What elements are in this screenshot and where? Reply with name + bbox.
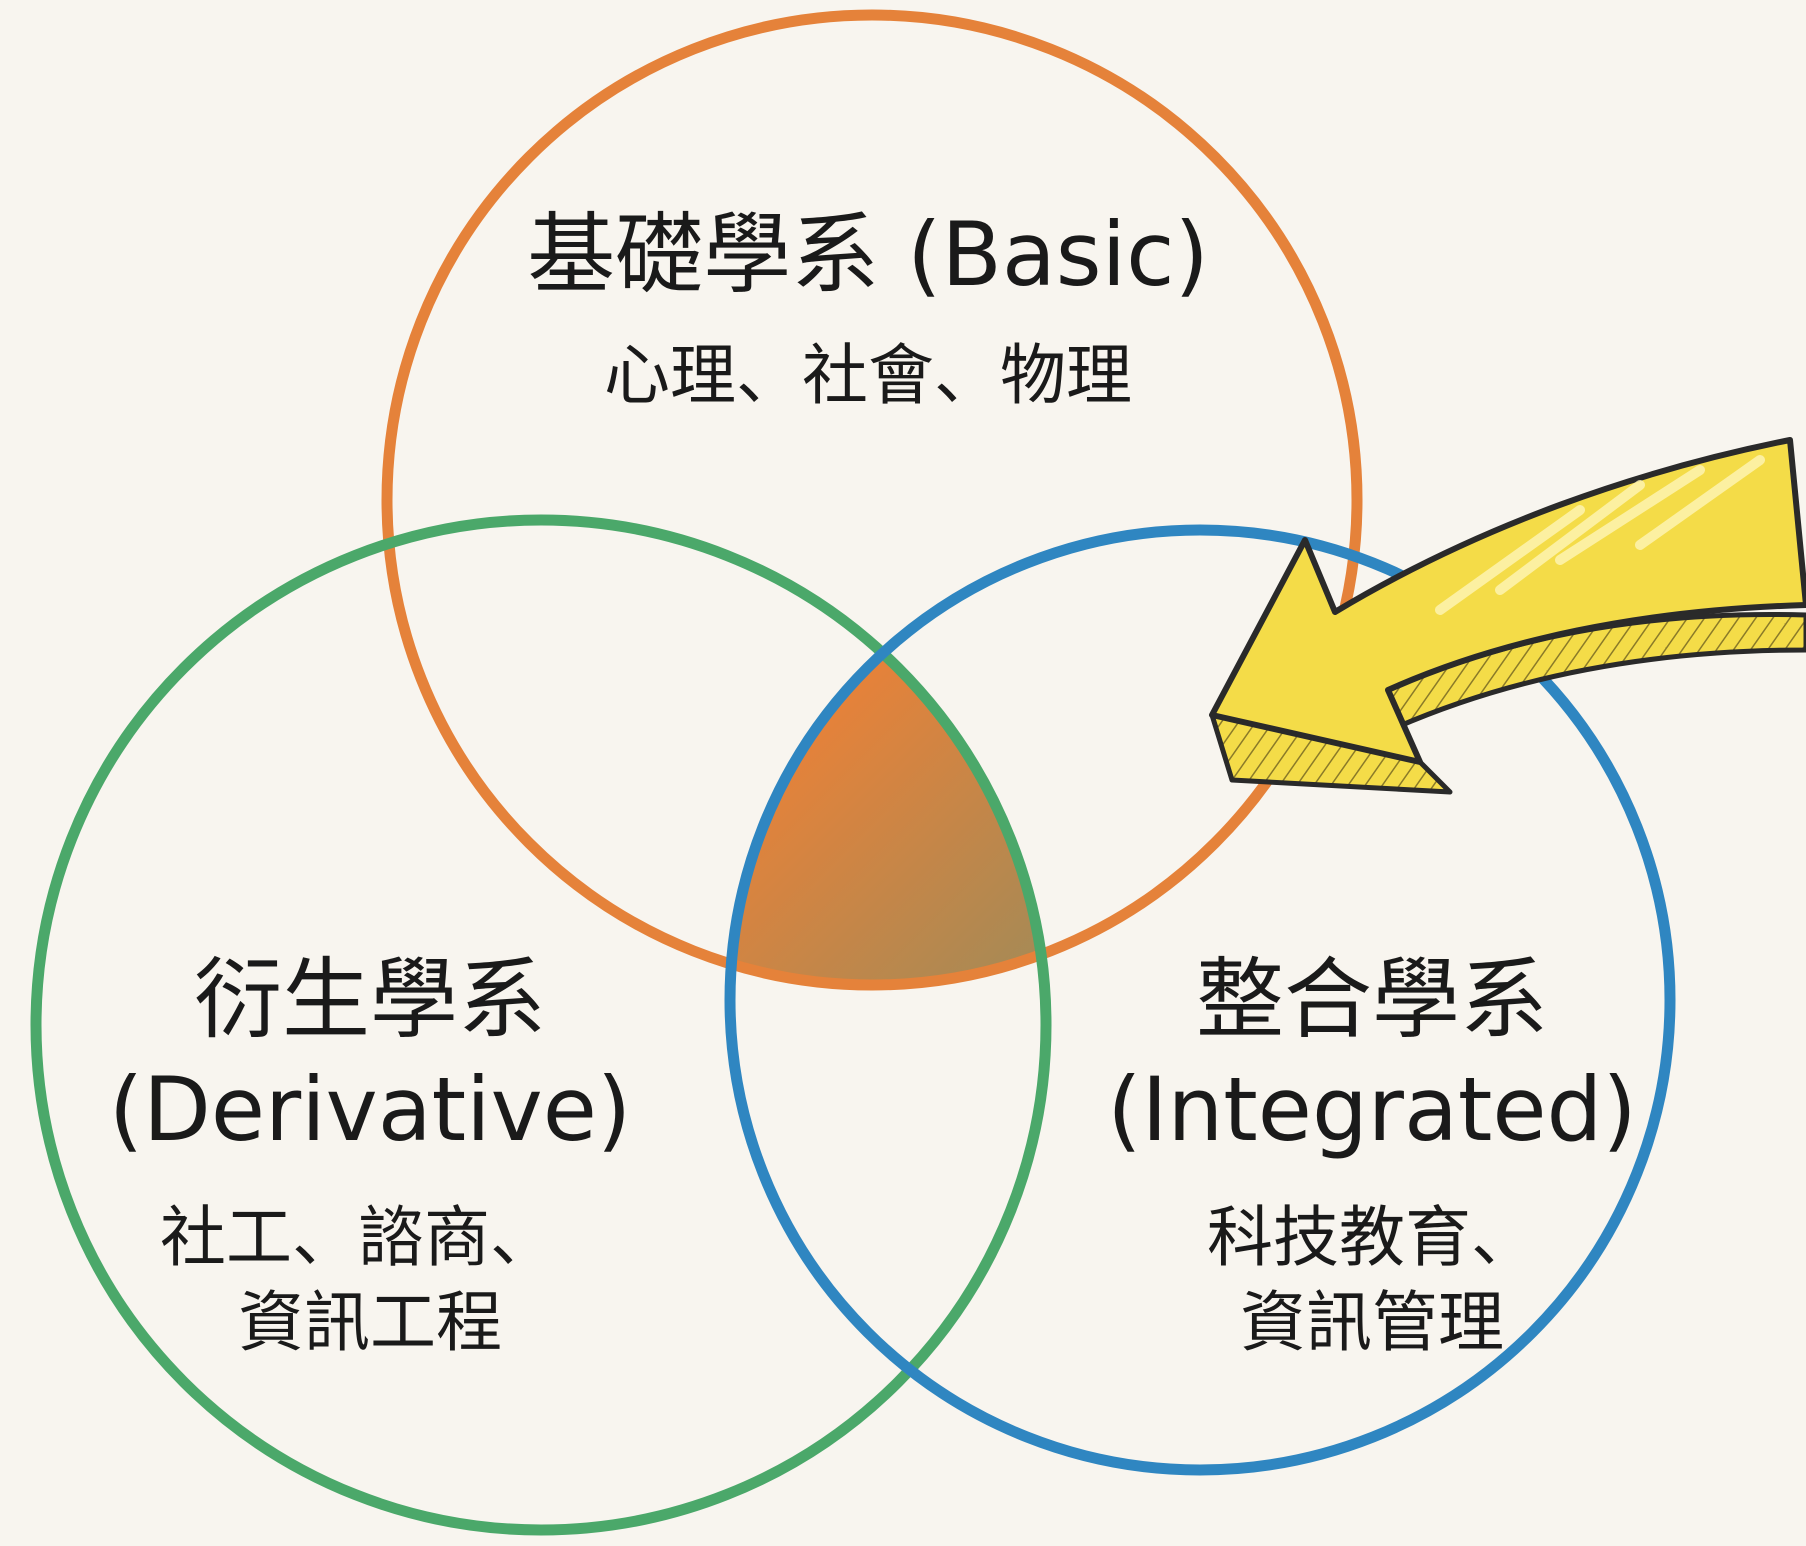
- derivative-items-line1: 社工、諮商、: [160, 1199, 556, 1276]
- basic-title: 基礎學系 (Basic): [527, 203, 1209, 306]
- integrated-circle: [724, 524, 1676, 1476]
- integrated-items-line1: 科技教育、: [1207, 1199, 1537, 1276]
- basic-items: 心理、社會、物理: [604, 337, 1132, 414]
- integrated-title-zh: 整合學系: [1196, 948, 1548, 1051]
- overlap-region: [730, 530, 1046, 985]
- integrated-items-line2: 資訊管理: [1240, 1284, 1504, 1361]
- derivative-title-zh: 衍生學系: [194, 948, 546, 1051]
- basic-circle: [381, 9, 1363, 991]
- derivative-items-line2: 資訊工程: [238, 1284, 502, 1361]
- derivative-circle: [30, 514, 1052, 1536]
- derivative-title-en: (Derivative): [109, 1058, 631, 1161]
- curved-arrow-icon: [1209, 437, 1806, 795]
- integrated-title-en: (Integrated): [1107, 1058, 1637, 1161]
